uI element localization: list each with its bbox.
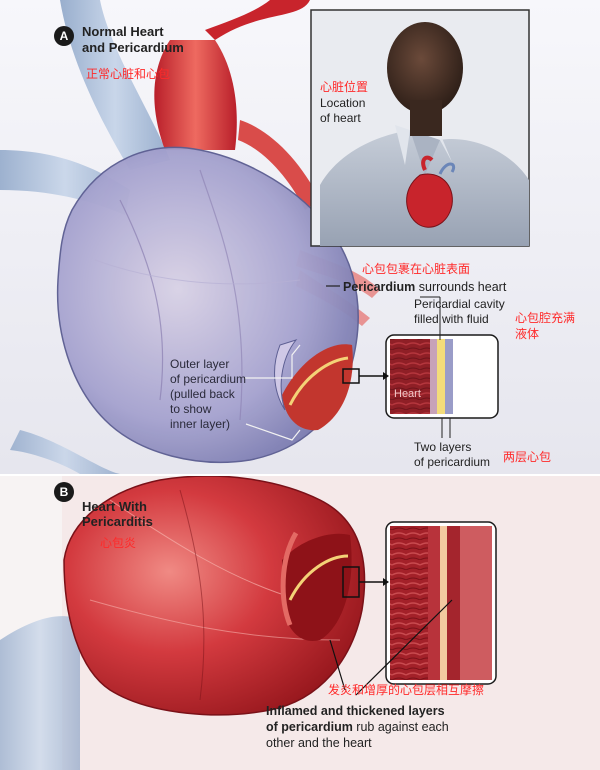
- location-line1: Location: [320, 96, 366, 110]
- pericardium-surrounds-label: Pericardium surrounds heart: [343, 280, 506, 294]
- two-layers-line1: Two layers: [414, 440, 472, 454]
- inflamed-cn: 发炎和增厚的心包层相互摩擦: [328, 683, 485, 697]
- location-cn: 心脏位置: [320, 80, 369, 94]
- panel-a-badge: A: [54, 26, 74, 46]
- panel-b-title-line2: Pericarditis: [82, 514, 153, 529]
- outer-line5: inner layer): [170, 417, 231, 431]
- two-layers-line2: of pericardium: [414, 455, 491, 469]
- outer-line1: Outer layer: [170, 357, 230, 371]
- panel-a-title-line2: and Pericardium: [82, 40, 184, 55]
- outer-line2: of pericardium: [170, 372, 247, 386]
- cavity-line1: Pericardial cavity: [414, 297, 505, 311]
- cavity-cn-line1: 心包腔充满: [515, 311, 576, 325]
- panel-b-title-line1: Heart With: [82, 499, 147, 514]
- cavity-cn-line2: 液体: [515, 327, 540, 341]
- location-line2: of heart: [320, 111, 361, 125]
- panel-a-title-cn: 正常心脏和心包: [86, 67, 171, 81]
- pericardium-bold: Pericardium: [343, 280, 416, 294]
- inflamed-line1: Inflamed and thickened layers: [266, 704, 445, 718]
- inflamed-rest2: rub against each: [352, 720, 449, 734]
- two-layers-cn: 两层心包: [503, 450, 552, 464]
- inflamed-line2: of pericardium rub against each: [266, 720, 449, 734]
- panel-a-title-line1: Normal Heart: [82, 24, 164, 39]
- inflamed-line3: other and the heart: [266, 736, 372, 750]
- heart-label: Heart: [394, 388, 421, 400]
- surrounds-cn: 心包包裹在心脏表面: [362, 262, 471, 276]
- outer-line3: (pulled back: [170, 387, 235, 401]
- panel-b-title-cn: 心包炎: [100, 536, 137, 550]
- cavity-line2: filled with fluid: [414, 312, 489, 326]
- inflamed-bold2: of pericardium: [266, 720, 353, 734]
- surrounds-text: surrounds heart: [415, 280, 507, 294]
- panel-b-badge: B: [54, 482, 74, 502]
- outer-line4: to show: [170, 402, 212, 416]
